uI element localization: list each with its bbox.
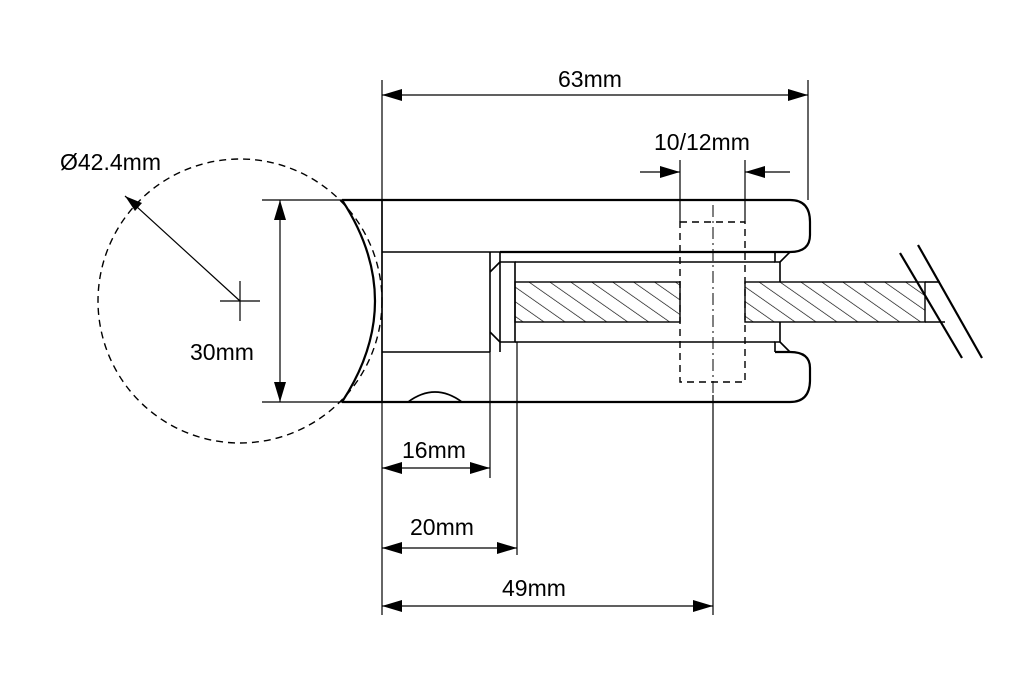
diameter-leader xyxy=(124,195,241,302)
extension-lines xyxy=(262,80,809,615)
glass-panel xyxy=(514,281,945,323)
dim-30 xyxy=(274,200,286,402)
dim-10-12 xyxy=(640,166,790,178)
break-lines xyxy=(899,244,983,359)
center-distance-label: 49mm xyxy=(502,575,566,601)
bolt-hole-label: 10/12mm xyxy=(654,129,750,155)
height-label: 30mm xyxy=(190,339,254,365)
dim-16 xyxy=(382,462,490,474)
overall-length-label: 63mm xyxy=(558,66,622,92)
depth-16-label: 16mm xyxy=(402,437,466,463)
bolt-hidden xyxy=(679,205,746,395)
dim-49 xyxy=(382,600,713,612)
depth-20-label: 20mm xyxy=(410,514,474,540)
dim-20 xyxy=(382,542,517,554)
diameter-label: Ø42.4mm xyxy=(60,149,161,175)
dim-63 xyxy=(382,89,808,101)
